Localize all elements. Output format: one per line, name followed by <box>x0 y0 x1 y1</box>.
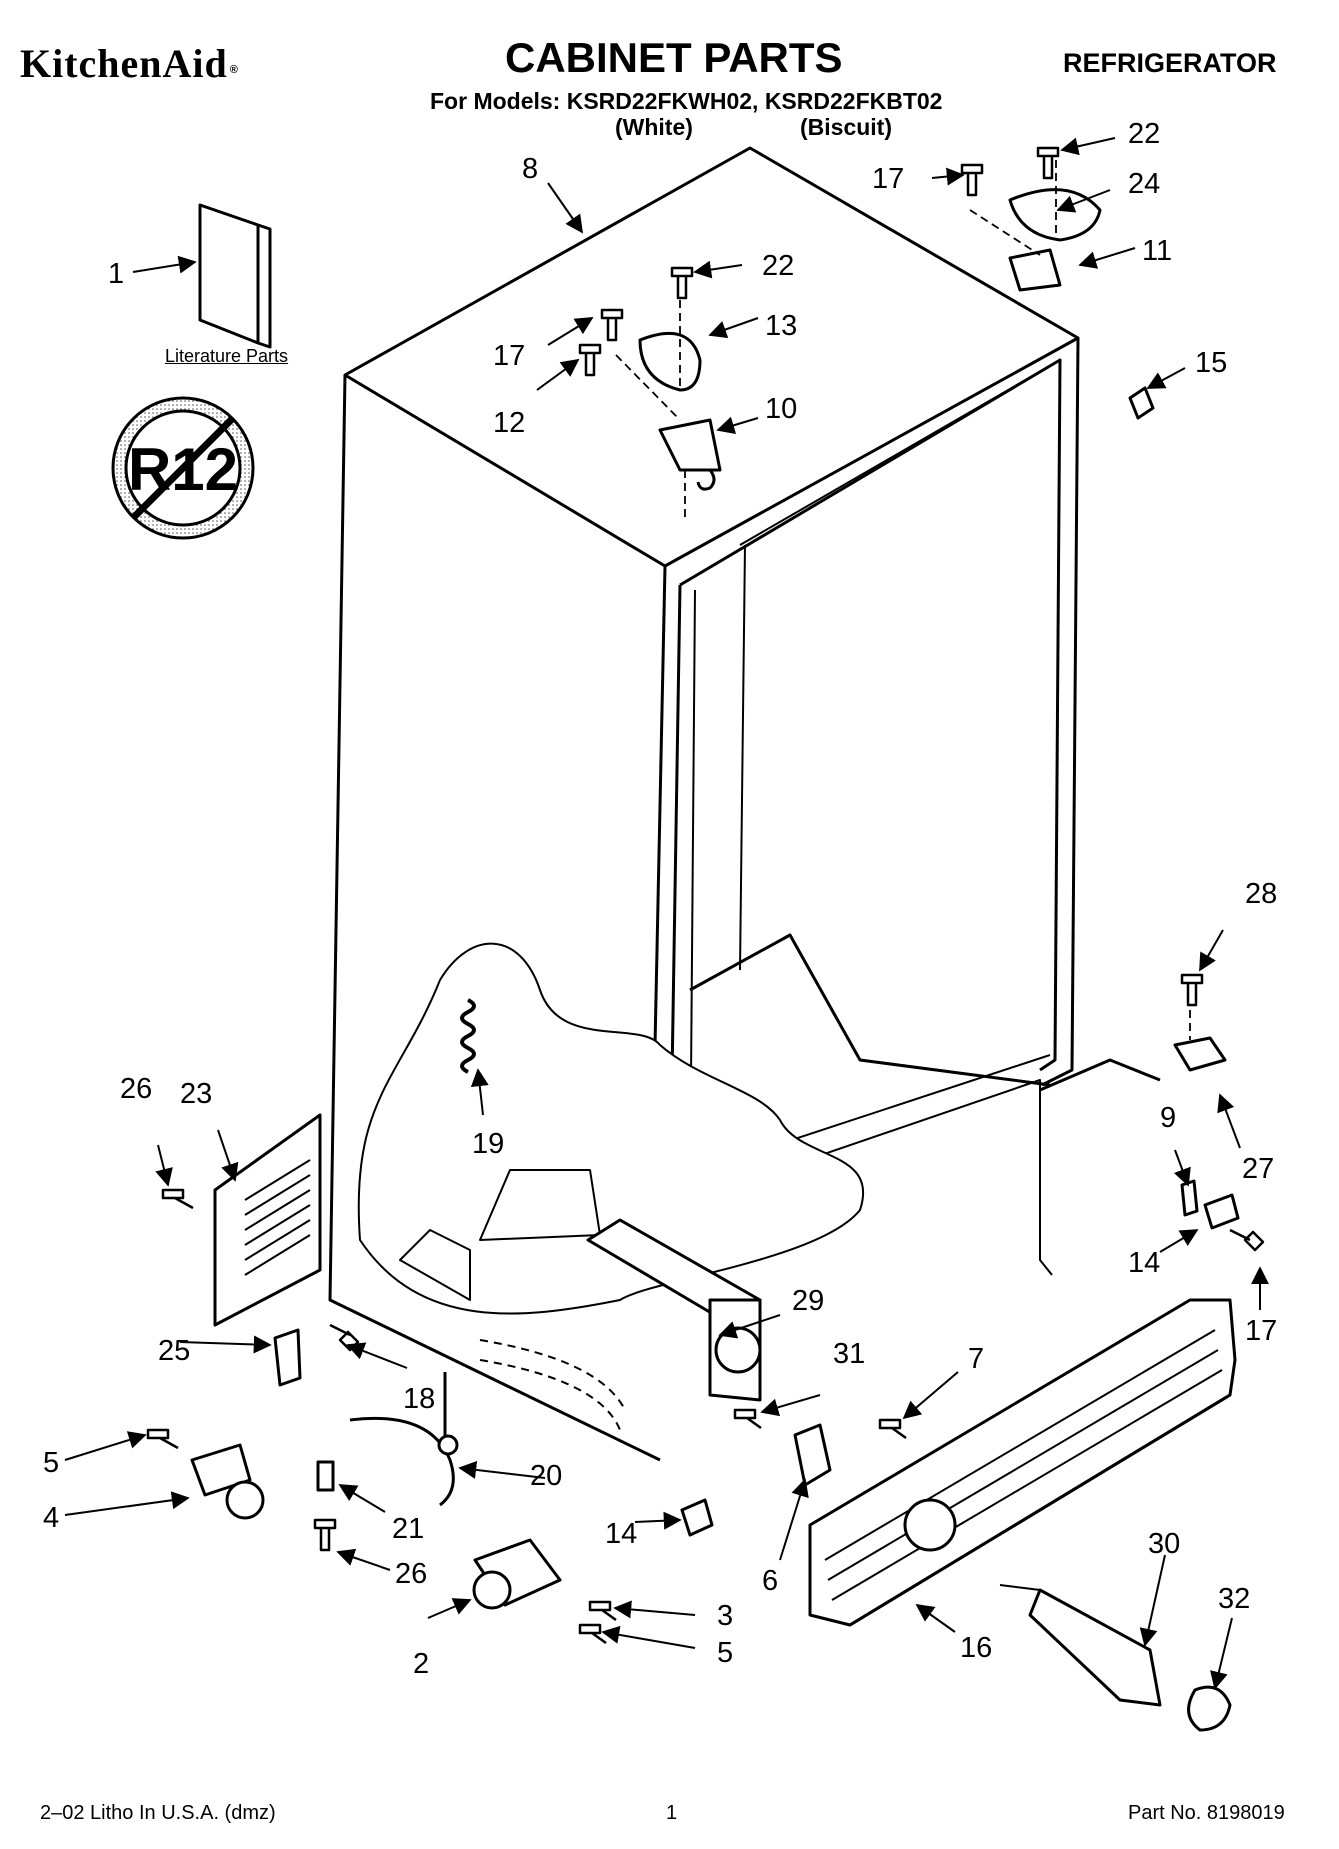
print-info: 2–02 Litho In U.S.A. (dmz) <box>40 1802 276 1824</box>
callout-23: 23 <box>180 1078 212 1110</box>
callout-21: 21 <box>392 1513 424 1545</box>
r12-text: R12 <box>128 436 238 503</box>
page-title: CABINET PARTS <box>505 34 843 81</box>
callout-19: 19 <box>472 1128 504 1160</box>
variant-biscuit: (Biscuit) <box>800 114 892 140</box>
callout-9: 9 <box>1160 1102 1176 1134</box>
no-r12-badge <box>111 396 255 540</box>
callout-17b: 17 <box>493 340 525 372</box>
machine-compartment-cutaway <box>357 942 864 1431</box>
callout-2: 2 <box>413 1648 429 1680</box>
filter-cap <box>1187 1685 1232 1732</box>
water-tube <box>349 1372 459 1507</box>
callout-24: 24 <box>1128 168 1160 200</box>
callout-14b: 14 <box>1128 1247 1160 1279</box>
rear-access-panel <box>213 1113 322 1327</box>
callout-13: 13 <box>765 310 797 342</box>
front-roller <box>472 1538 562 1610</box>
callout-27: 27 <box>1242 1153 1274 1185</box>
brand-logo: KitchenAid® <box>20 40 239 87</box>
alignment-lines <box>615 160 1191 1040</box>
callout-30: 30 <box>1148 1528 1180 1560</box>
brand-name: KitchenAid <box>20 41 228 86</box>
callout-4: 4 <box>43 1502 59 1534</box>
callout-17a: 17 <box>872 163 904 195</box>
part-number: Part No. 8198019 <box>1128 1802 1285 1824</box>
callout-11: 11 <box>1142 235 1172 267</box>
callout-26a: 26 <box>120 1073 152 1105</box>
leader-arrows <box>64 137 1269 1690</box>
ground-bracket <box>273 1328 302 1387</box>
callout-17c: 17 <box>1245 1315 1277 1347</box>
model-numbers: For Models: KSRD22FKWH02, KSRD22FKBT02 <box>430 88 943 114</box>
rear-roller <box>190 1443 265 1520</box>
callout-25: 25 <box>158 1335 190 1367</box>
callout-31: 31 <box>833 1338 865 1370</box>
top-hinge-left <box>638 331 722 491</box>
callout-15: 15 <box>1195 347 1227 379</box>
callout-7: 7 <box>968 1343 984 1375</box>
callout-5a: 5 <box>43 1447 59 1479</box>
callout-3: 3 <box>717 1600 733 1632</box>
door-stop <box>680 1193 1240 1537</box>
callout-26b: 26 <box>395 1558 427 1590</box>
literature-parts-label: Literature Parts <box>165 346 289 366</box>
callout-18: 18 <box>403 1383 435 1415</box>
callout-22b: 22 <box>1128 118 1160 150</box>
variant-white: (White) <box>615 114 693 140</box>
callout-20: 20 <box>530 1460 562 1492</box>
top-hinge-right <box>1008 188 1102 292</box>
grille-clip <box>793 1423 832 1487</box>
callout-1: 1 <box>108 258 124 290</box>
callout-labels: 1 2 3 4 5 5 6 7 8 9 10 11 12 13 14 14 15… <box>43 118 1277 1680</box>
callout-12: 12 <box>493 407 525 439</box>
callout-5b: 5 <box>717 1637 733 1669</box>
water-filter <box>999 1584 1162 1707</box>
callout-22a: 22 <box>762 250 794 282</box>
callout-32: 32 <box>1218 1583 1250 1615</box>
tube-clamp <box>316 1460 335 1492</box>
lower-hinge <box>1173 1036 1227 1217</box>
appliance-type: REFRIGERATOR <box>1063 48 1277 78</box>
base-grille <box>808 1298 1237 1627</box>
clip-part <box>1128 386 1155 420</box>
cabinet-shell <box>328 146 1161 1462</box>
registered-mark: ® <box>229 64 239 76</box>
callout-29: 29 <box>792 1285 824 1317</box>
callout-6: 6 <box>762 1565 778 1597</box>
callout-28: 28 <box>1245 878 1277 910</box>
callout-8: 8 <box>522 153 538 185</box>
callout-14a: 14 <box>605 1518 637 1550</box>
literature-booklet <box>198 203 272 349</box>
callout-10: 10 <box>765 393 797 425</box>
page-number: 1 <box>666 1802 678 1824</box>
spring-part <box>460 998 476 1074</box>
callout-16: 16 <box>960 1632 992 1664</box>
